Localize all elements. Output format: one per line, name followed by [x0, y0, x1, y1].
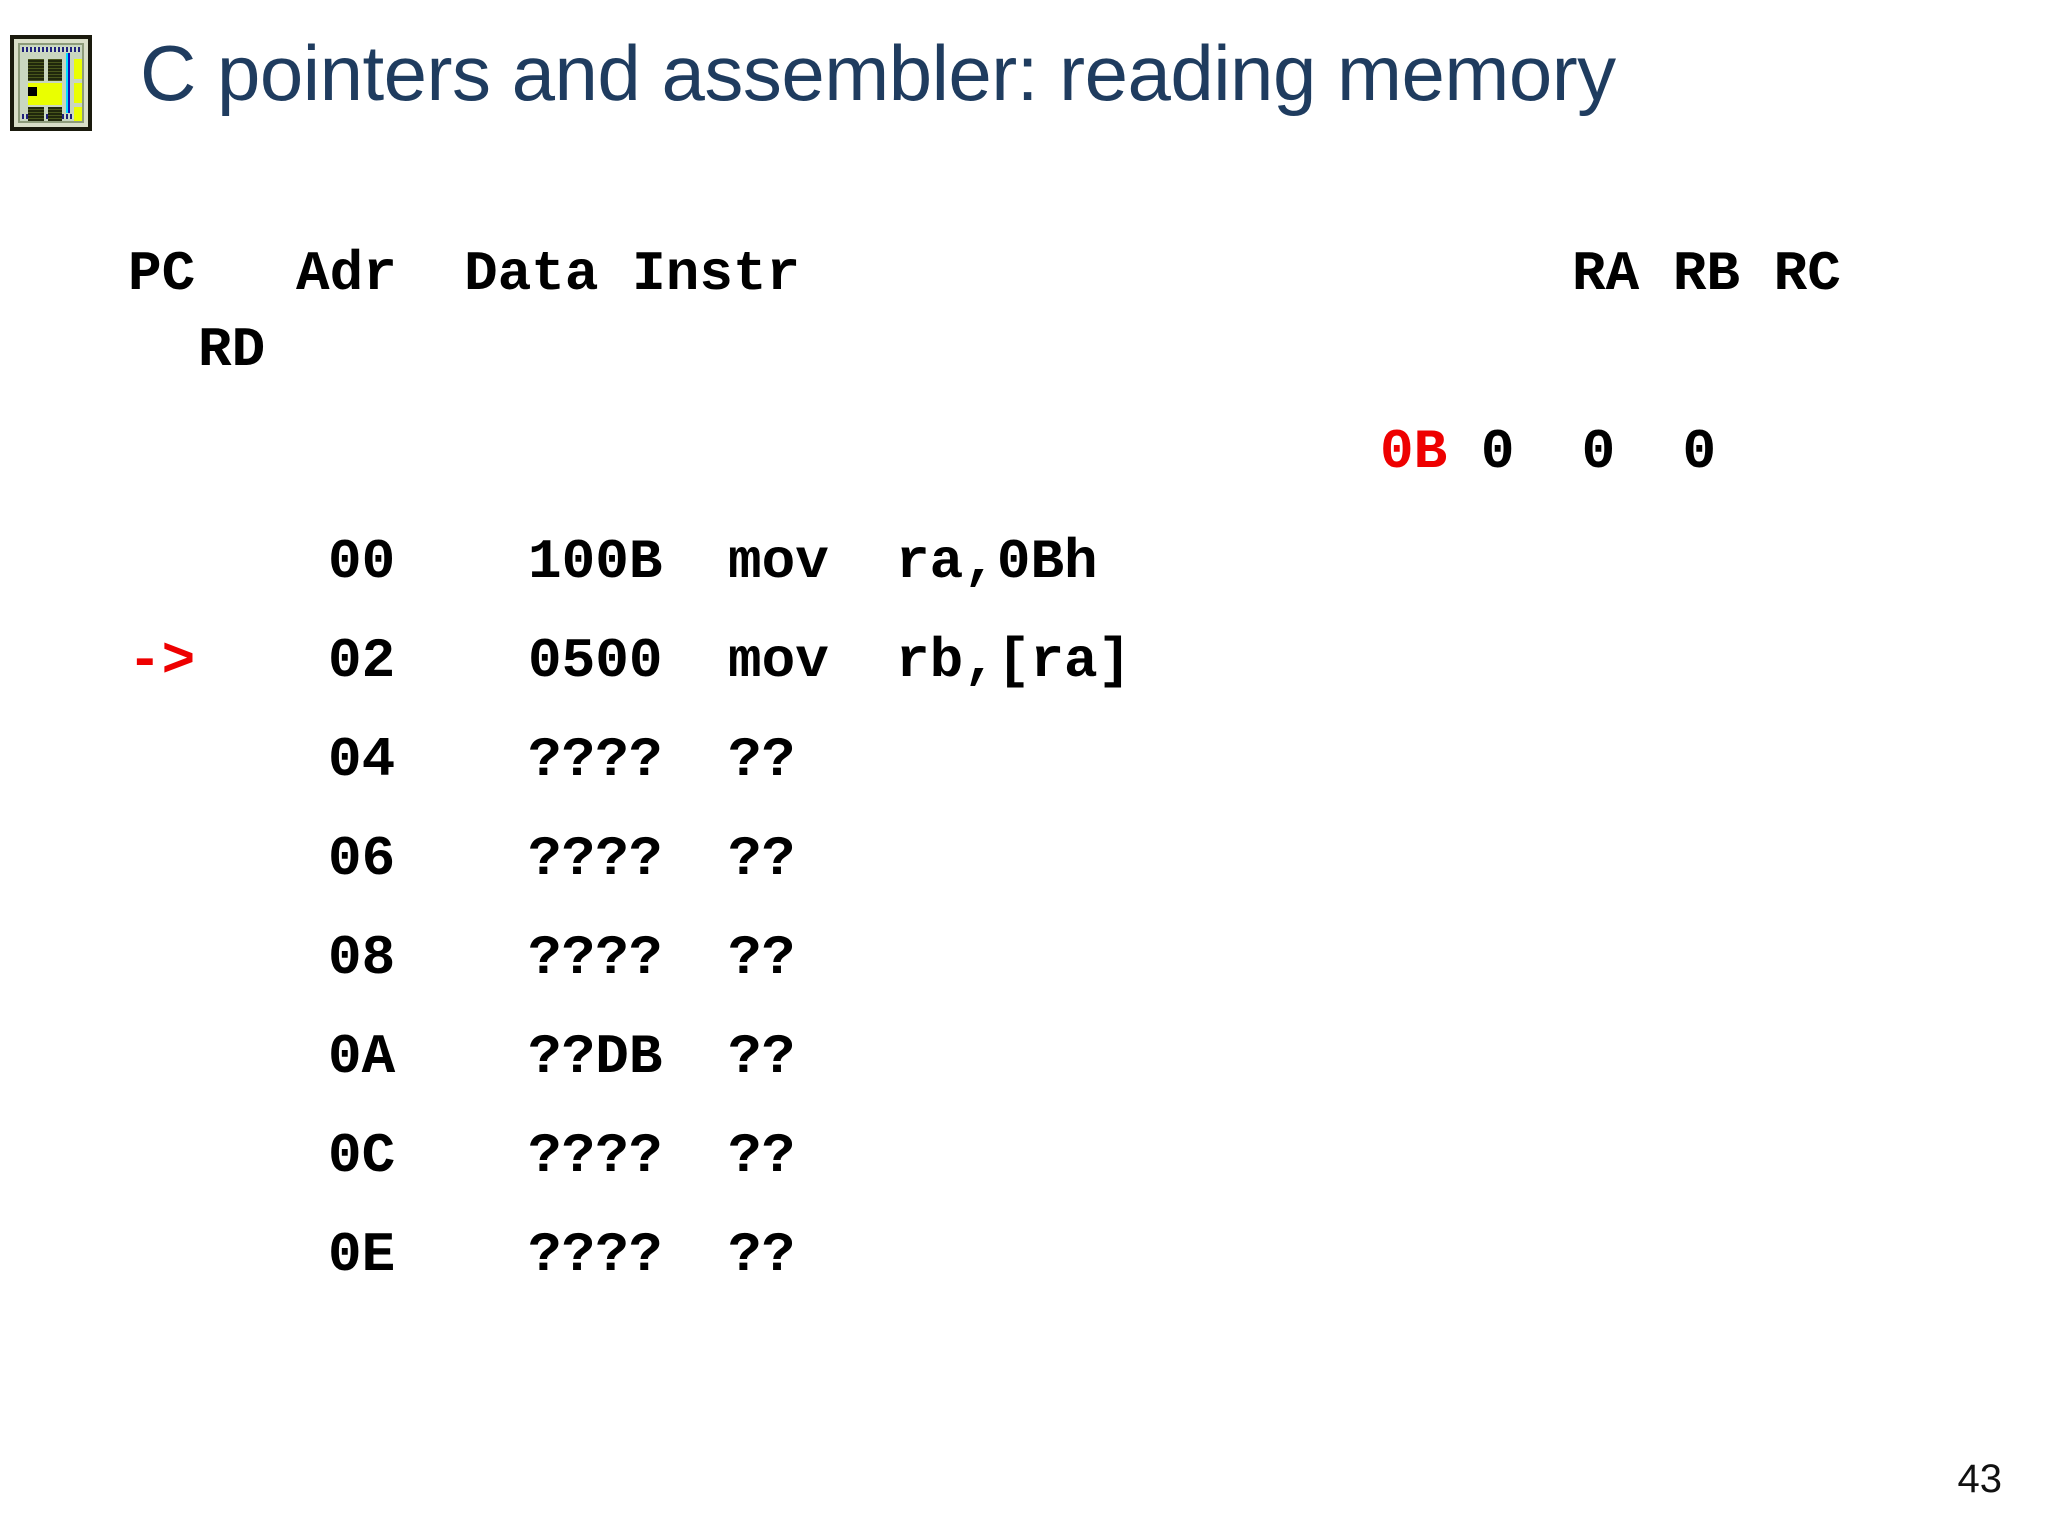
column-header-adr: Adr	[296, 242, 397, 306]
reg-header-gap-2	[1740, 242, 1774, 306]
cell-address: 0A	[328, 1025, 396, 1089]
register-header-rc: RC	[1773, 242, 1841, 306]
cell-instruction: mov ra,0Bh	[728, 530, 1098, 594]
table-row: -> 02 0500 mov rb,[ra]	[128, 629, 1131, 728]
cell-data: ????	[528, 926, 663, 990]
table-row: 00 100B mov ra,0Bh	[128, 530, 1131, 629]
table-row: 0C??????	[128, 1124, 1131, 1223]
cell-data: ????	[528, 728, 663, 792]
reg-header-gap-1	[1639, 242, 1673, 306]
cell-address: 0C	[328, 1124, 396, 1188]
reg-gap-3	[1615, 420, 1682, 484]
reg-gap-1	[1447, 420, 1481, 484]
cell-data: ????	[528, 1223, 663, 1287]
cell-instruction: ??	[728, 1025, 796, 1089]
cell-instruction: ??	[728, 1124, 796, 1188]
header-gap-1	[195, 242, 296, 306]
cell-address: 06	[328, 827, 396, 891]
cell-instruction: ??	[728, 827, 796, 891]
register-headers: RA RB RC	[1572, 246, 1841, 302]
cell-address: 08	[328, 926, 396, 990]
microchip-die-icon	[10, 35, 92, 131]
register-value-rb: 0	[1480, 420, 1515, 484]
column-header-pc: PC	[128, 242, 196, 306]
register-values: 0B 0 0 0	[1380, 424, 1716, 480]
column-headers: PC Adr Data Instr	[128, 246, 800, 302]
header-gap-2	[397, 242, 464, 306]
cell-address: 02	[328, 629, 396, 693]
cell-data: ????	[528, 1124, 663, 1188]
register-value-ra: 0B	[1380, 420, 1448, 484]
rd-label: RD	[198, 318, 266, 382]
pc-pointer-arrow-icon: ->	[128, 629, 196, 693]
memory-listing: 00 100B mov ra,0Bh -> 02 0500 mov rb,[ra] 04???…	[128, 530, 1131, 1322]
cell-address: 00	[328, 530, 396, 594]
cell-instruction: mov rb,[ra]	[728, 629, 1132, 693]
page-number: 43	[1957, 1457, 2003, 1501]
cell-data: 100B	[528, 530, 663, 594]
reg-gap-2	[1514, 420, 1581, 484]
table-row: 08??????	[128, 926, 1131, 1025]
register-header-ra: RA	[1572, 242, 1640, 306]
cell-instruction: ??	[728, 1223, 796, 1287]
cell-instruction: ??	[728, 926, 796, 990]
cell-address: 0E	[328, 1223, 396, 1287]
column-header-instr: Instr	[632, 242, 801, 306]
register-value-rc: 0	[1581, 420, 1616, 484]
cell-data: 0500	[528, 629, 663, 693]
cell-data: ??DB	[528, 1025, 663, 1089]
table-row: 0E??????	[128, 1223, 1131, 1322]
table-row: 0A ??DB??	[128, 1025, 1131, 1124]
cell-address: 04	[328, 728, 396, 792]
register-header-rb: RB	[1672, 242, 1741, 306]
table-row: 06??????	[128, 827, 1131, 926]
register-value-extra: 0	[1682, 420, 1717, 484]
page-title: C pointers and assembler: reading memory	[140, 29, 1616, 117]
cell-data: ????	[528, 827, 663, 891]
column-header-data: Data	[464, 242, 599, 306]
slide-header: C pointers and assembler: reading memory	[0, 0, 2048, 160]
cell-instruction: ??	[728, 728, 796, 792]
table-row: 04??????	[128, 728, 1131, 827]
header-gap-3	[599, 242, 633, 306]
